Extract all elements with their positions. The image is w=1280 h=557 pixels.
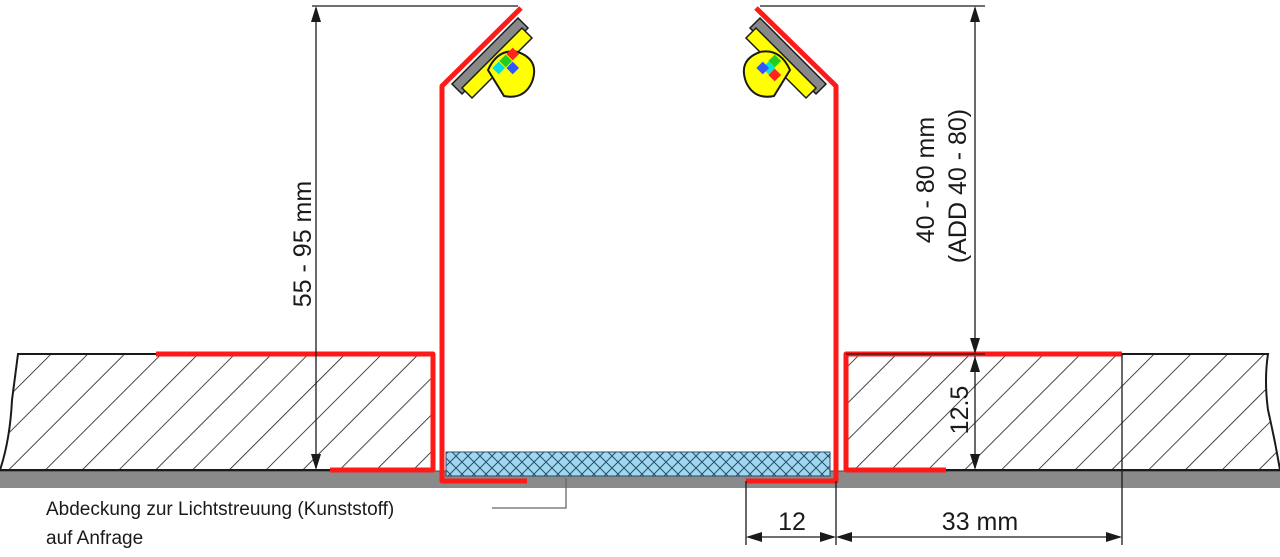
flange-width-label: 33 mm: [942, 508, 1018, 536]
left-ceiling-board: [0, 353, 433, 471]
left-aluminium-profile: [156, 6, 527, 484]
left-led-module: [450, 16, 536, 100]
right-led-module: [742, 16, 828, 100]
right-height-label-line2: (ADD 40 - 80): [944, 109, 972, 263]
right-height-label-line1: 40 - 80 mm: [912, 117, 940, 243]
left-height-label: 55 - 95 mm: [289, 181, 317, 307]
diffuser-note-line1: Abdeckung zur Lichtstreuung (Kunststoff): [46, 499, 394, 520]
board-thickness-label: 12.5: [946, 386, 974, 435]
diffuser-cover: [445, 451, 831, 477]
gap-width-label: 12: [778, 508, 806, 536]
ceiling-band: [0, 471, 1280, 488]
diffuser-note-line2: auf Anfrage: [46, 528, 143, 549]
right-ceiling-board: [845, 353, 1280, 471]
